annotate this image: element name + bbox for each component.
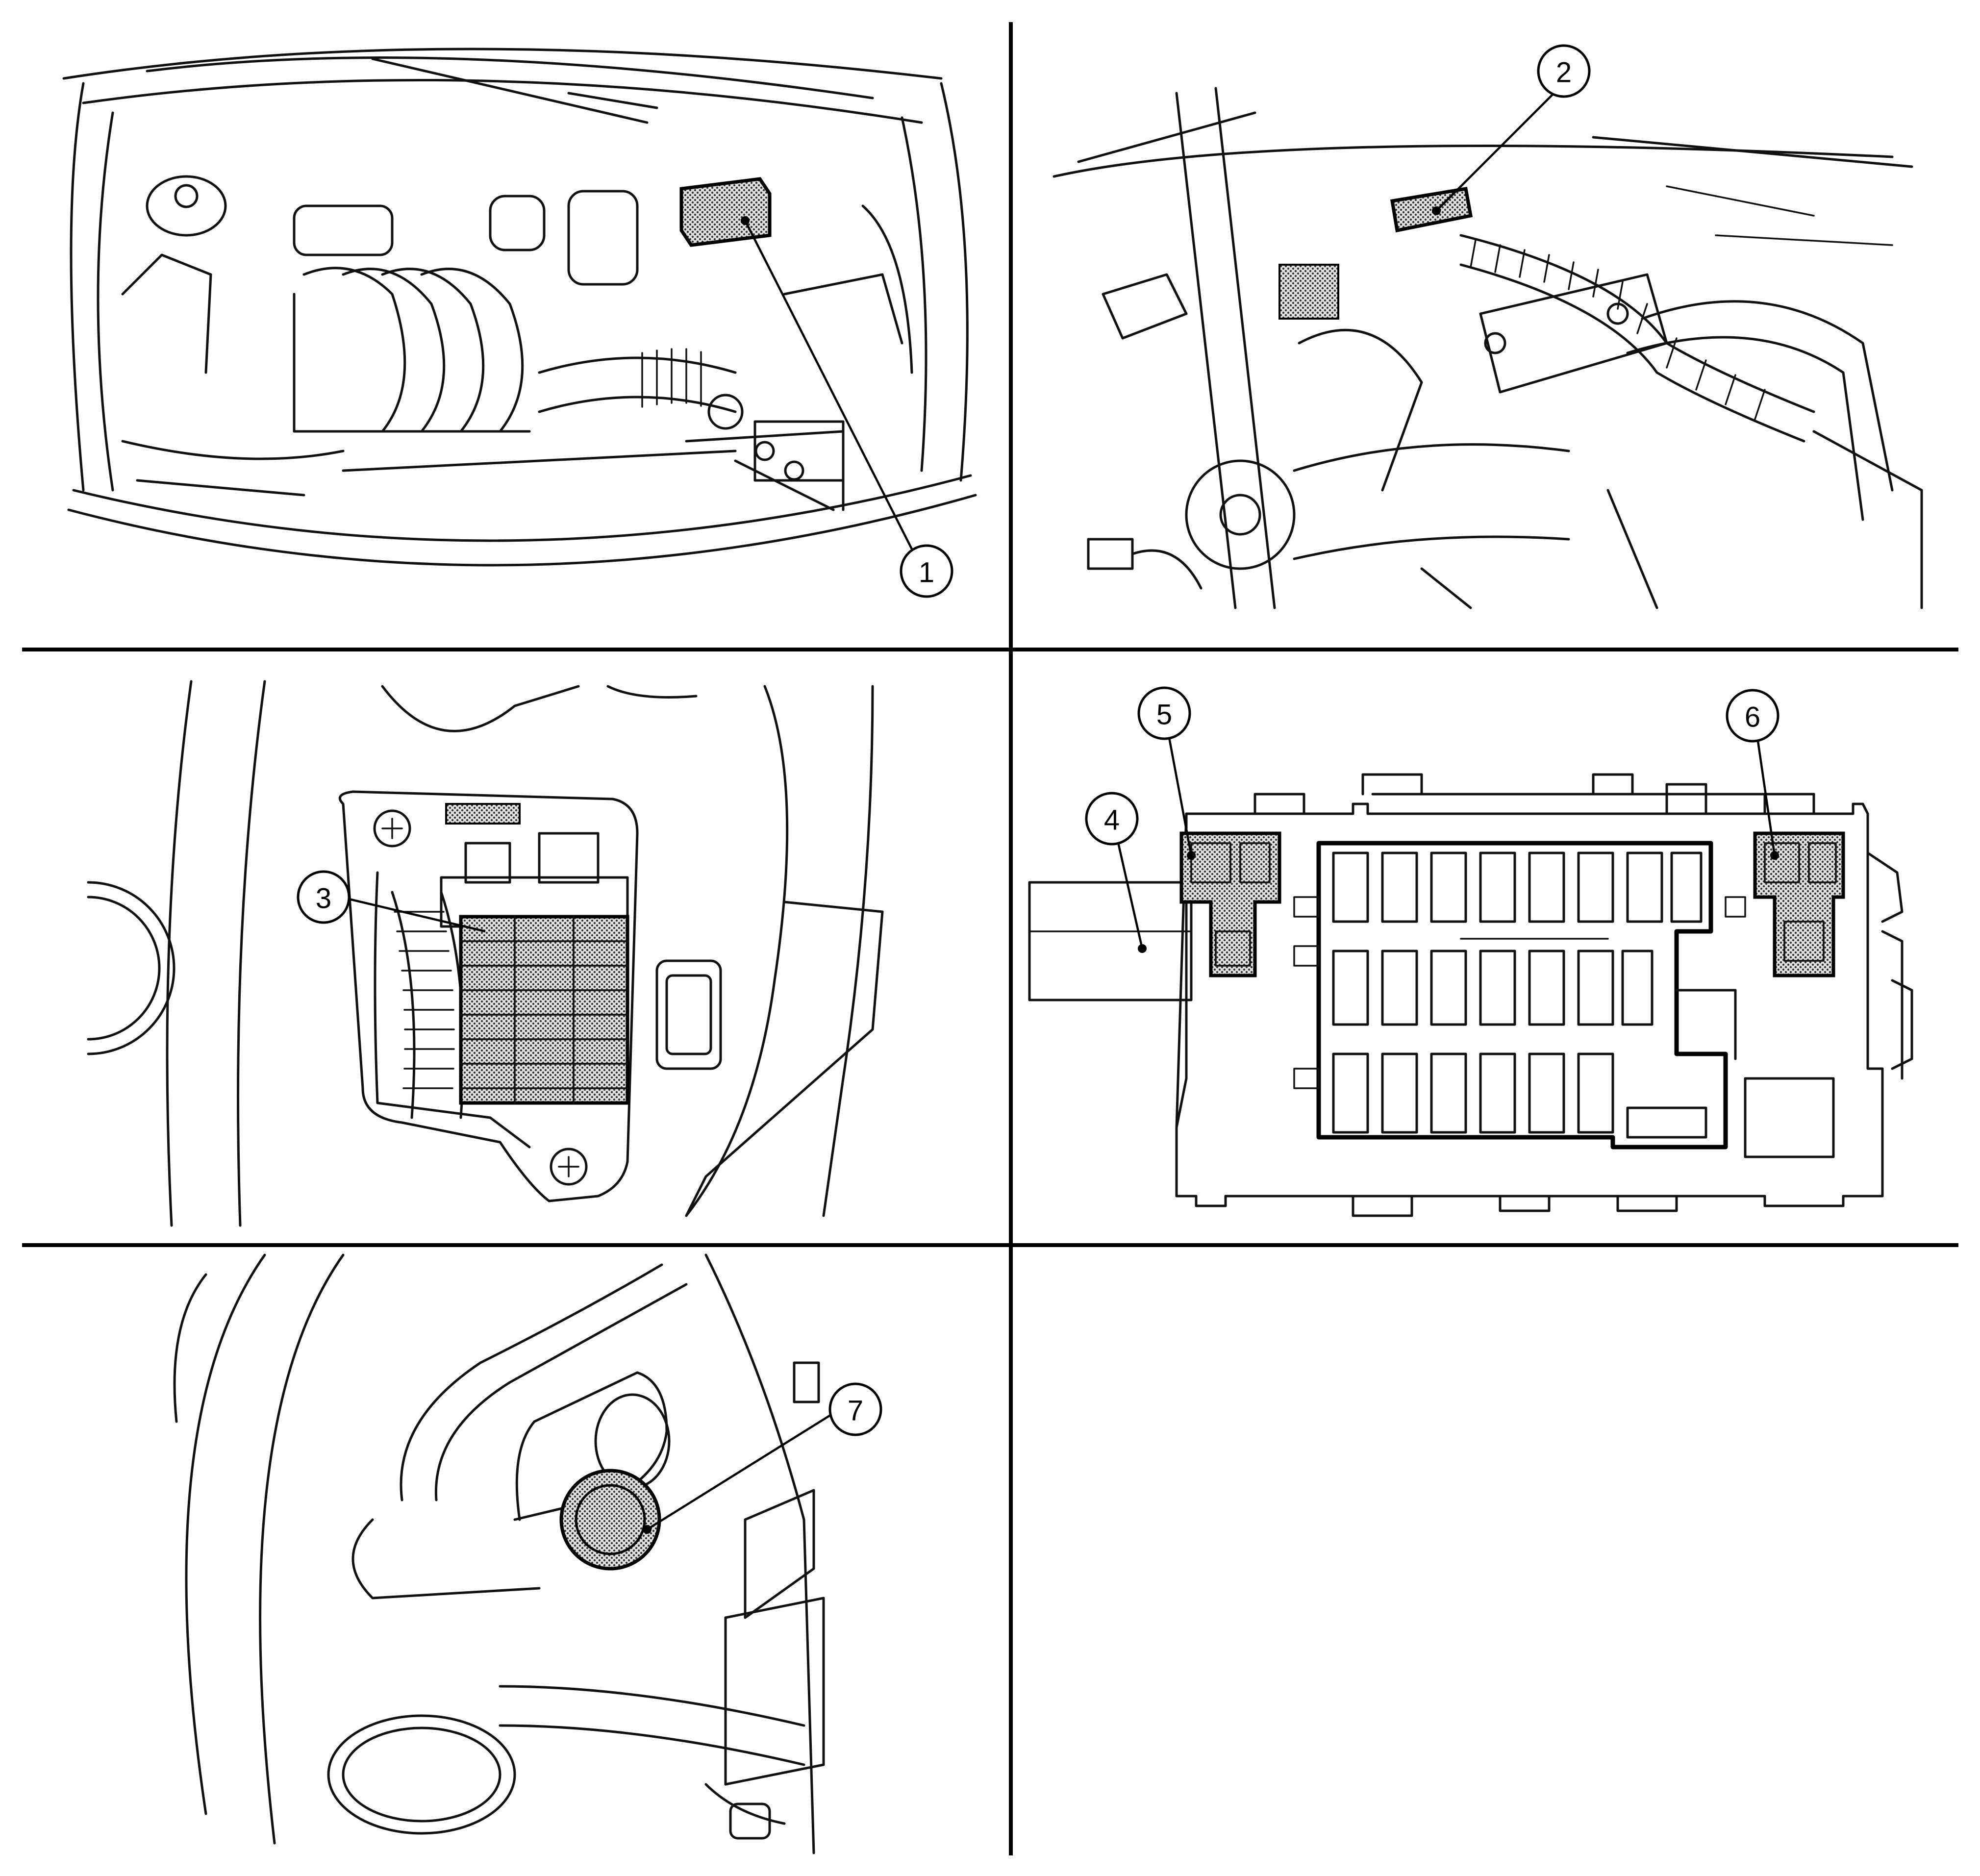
panel-relay-box-detail (1028, 737, 1913, 1217)
panel-push-button-switch (173, 1253, 837, 1854)
component-2-highlight (1390, 186, 1473, 233)
callout-4-label: 4 (1104, 804, 1120, 836)
panel-harness-under-dash (1053, 87, 1923, 609)
component-1-highlight (679, 177, 772, 247)
callout-7-label: 7 (848, 1395, 863, 1427)
callout-6-label: 6 (1745, 701, 1760, 733)
component-5-highlight (1179, 831, 1281, 977)
callout-5: 5 (1137, 686, 1191, 740)
callout-1-label: 1 (919, 557, 934, 589)
callout-1: 1 (900, 544, 953, 598)
callout-5-label: 5 (1156, 699, 1172, 731)
callout-3-label: 3 (316, 883, 331, 915)
panel-dividers (22, 22, 1958, 1855)
callout-4: 4 (1085, 792, 1139, 846)
callout-7: 7 (828, 1382, 882, 1436)
component-4-connector (1028, 881, 1193, 1001)
panel-fuse-block-dash (87, 680, 884, 1227)
component-3-highlight (459, 915, 629, 1105)
callout-2: 2 (1537, 44, 1591, 98)
callout-3: 3 (297, 870, 351, 924)
callout-2-label: 2 (1556, 57, 1572, 89)
callout-6: 6 (1726, 689, 1779, 743)
panel-engine-compartment (62, 48, 977, 567)
component-6-highlight (1753, 831, 1845, 977)
